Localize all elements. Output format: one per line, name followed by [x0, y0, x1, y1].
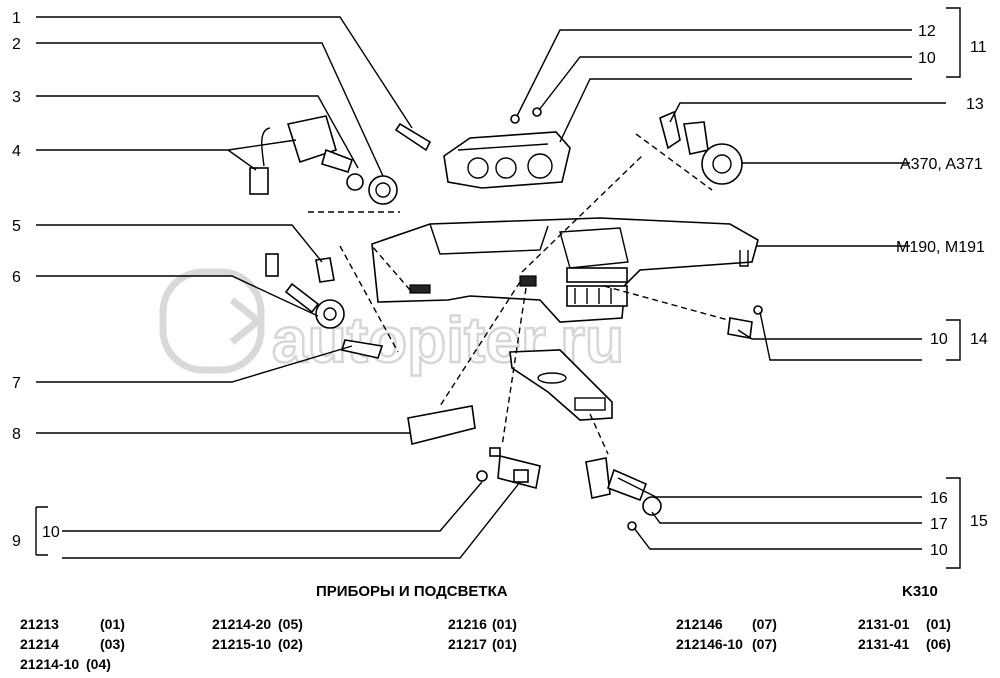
- lamp-part-7: [340, 339, 384, 359]
- washer-10-left: [476, 470, 488, 482]
- model-variant: (05): [278, 616, 303, 632]
- model-code: 21217: [448, 636, 487, 652]
- dashboard-panel: [371, 217, 759, 421]
- callout-10-bottom: 10: [930, 542, 948, 559]
- model-code: 2131-01: [858, 616, 910, 632]
- model-variant: (01): [100, 616, 125, 632]
- leader-lines: [35, 7, 961, 569]
- model-code: 21214: [20, 636, 59, 652]
- lighter-part-16-17: [585, 457, 662, 531]
- callout-10-top: 10: [918, 50, 936, 67]
- diagram-title: ПРИБОРЫ И ПОДСВЕТКА: [316, 583, 508, 600]
- callout-m190: M190, M191: [896, 239, 985, 256]
- model-code: 21214-10: [20, 656, 79, 672]
- switch-part-14: [727, 317, 753, 339]
- callout-10-left: 10: [42, 524, 60, 541]
- model-code: 212146-10: [676, 636, 743, 652]
- callout-9: 9: [12, 533, 21, 550]
- callout-13: 13: [966, 96, 984, 113]
- callout-2: 2: [12, 36, 21, 53]
- model-variant: (01): [926, 616, 951, 632]
- callout-6: 6: [12, 269, 21, 286]
- model-variant: (01): [492, 636, 517, 652]
- model-code: 212146: [676, 616, 723, 632]
- callout-10-right: 10: [930, 331, 948, 348]
- model-variant: (02): [278, 636, 303, 652]
- rheostat-part-6: [265, 253, 345, 329]
- model-code: 2131-41: [858, 636, 910, 652]
- callout-4: 4: [12, 143, 21, 160]
- callout-a370: A370, A371: [900, 156, 983, 173]
- callout-14: 14: [970, 331, 988, 348]
- callout-16: 16: [930, 490, 948, 507]
- model-variant: (03): [100, 636, 125, 652]
- light-switch-assembly: [249, 115, 400, 213]
- sheet-code: K310: [902, 583, 938, 600]
- model-variant: (07): [752, 636, 777, 652]
- bolt-part-1: [394, 122, 432, 152]
- callout-3: 3: [12, 89, 21, 106]
- model-variant: (07): [752, 616, 777, 632]
- model-variant: (01): [492, 616, 517, 632]
- callout-11: 11: [970, 39, 987, 56]
- callout-1: 1: [12, 10, 21, 27]
- callout-5: 5: [12, 218, 21, 235]
- switch-part-9: [489, 447, 541, 489]
- model-variant: (04): [86, 656, 111, 672]
- callout-8: 8: [12, 426, 21, 443]
- model-code: 21213: [20, 616, 59, 632]
- model-list: 21213 (01) 21214 (03) 21214-10 (04) 2121…: [20, 616, 951, 672]
- instrument-cluster: [443, 131, 571, 189]
- model-code: 21215-10: [212, 636, 271, 652]
- callout-17: 17: [930, 516, 948, 533]
- model-code: 21216: [448, 616, 487, 632]
- model-code: 21214-20: [212, 616, 271, 632]
- screw-12: [510, 114, 520, 124]
- callout-12: 12: [918, 23, 936, 40]
- model-variant: (06): [926, 636, 951, 652]
- callout-7: 7: [12, 375, 21, 392]
- callout-15: 15: [970, 513, 988, 530]
- plug-part-8: [407, 405, 476, 445]
- lighter-part-13: [635, 110, 743, 191]
- callout-labels: 1 2 3 4 5 6 7 8 9 10 12 10 11 13 A370, A…: [12, 10, 988, 559]
